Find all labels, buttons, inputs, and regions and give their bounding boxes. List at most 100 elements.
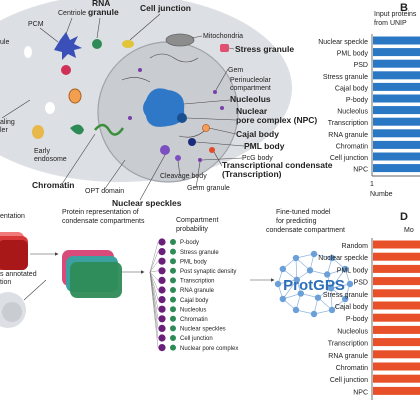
network-node — [292, 306, 300, 314]
label-opt: OPT domain — [85, 188, 124, 195]
compartment-label: RNA granule — [180, 288, 215, 294]
label-mitochondria: Mitochondria — [203, 33, 243, 40]
protgps-label: ProtGPS — [283, 277, 345, 294]
label-ule: ule — [0, 39, 9, 46]
label-perinucleolar-1: Perinucleolar — [230, 77, 272, 84]
label-perinucleolar-2: compartment — [230, 85, 271, 92]
label-protein-rep-2: condensate compartments — [62, 218, 145, 225]
panel-d-category-label: PML body — [337, 267, 369, 274]
prob-dot-inner — [170, 325, 176, 332]
label-entation: entation — [0, 213, 25, 220]
label-germ: Germ granule — [187, 185, 230, 192]
network-node — [310, 310, 318, 318]
prob-dot-outer — [158, 305, 166, 313]
panel-d-bar — [373, 240, 420, 249]
prob-dot-outer — [158, 344, 166, 352]
panel-d-bar — [373, 301, 420, 310]
network-node — [341, 295, 349, 303]
panel-c: entation s annotated tion Protein repres… — [0, 209, 354, 352]
pml-shape — [188, 138, 196, 146]
panel-d-bar — [373, 252, 420, 261]
chromatin-shape — [94, 123, 125, 136]
panel-b-bar — [373, 117, 420, 126]
mitochondria-shape — [165, 33, 195, 47]
panel-b-category-label: PML body — [337, 51, 369, 58]
panel-d-bar — [373, 350, 420, 359]
panel-b-category-label: Stress granule — [323, 74, 368, 81]
network-node — [310, 250, 318, 258]
prob-dot-outer — [158, 248, 166, 256]
label-cajal: Cajal body — [236, 129, 279, 139]
panel-b: B Input proteins from UNIP Nuclear speck… — [318, 2, 420, 198]
rep-card-3 — [70, 262, 122, 298]
network-node — [274, 280, 282, 288]
label-nuclear-speckles: Nuclear speckles — [112, 198, 182, 208]
label-transcriptional-1: Transcriptional condensate — [222, 160, 333, 170]
panel-d-bar — [373, 264, 420, 273]
compartment-label: Stress granule — [180, 250, 219, 256]
label-compartment-prob-2: probability — [176, 226, 208, 233]
panel-b-category-label: Transcription — [328, 120, 368, 127]
network-node — [297, 290, 304, 297]
panel-b-category-label: Nucleolus — [337, 109, 368, 116]
prob-dot-outer — [158, 276, 166, 284]
prob-dot-inner — [170, 287, 176, 293]
label-npc-1: Nuclear — [236, 106, 268, 116]
panel-b-category-label: RNA granule — [328, 132, 368, 139]
label-pcm: PCM — [28, 21, 44, 28]
network-node — [328, 306, 336, 314]
panel-b-bar — [373, 152, 420, 161]
panel-d-category-label: Cajal body — [335, 304, 369, 311]
label-chromatin: Chromatin — [32, 180, 75, 190]
panel-b-category-label: Cajal body — [335, 85, 369, 92]
panel-b-category-label: NPC — [353, 167, 368, 174]
network-node — [328, 254, 336, 262]
label-rna-granule-1: RNA — [92, 0, 110, 8]
prob-dot-outer — [158, 267, 166, 275]
panel-d-title: Mo — [404, 227, 414, 234]
panel-b-category-label: PSD — [354, 62, 368, 69]
panel-d-bar — [373, 277, 420, 286]
panel-b-bar — [373, 36, 420, 45]
prob-dot-inner — [170, 344, 176, 351]
prob-dot-inner — [170, 277, 176, 284]
label-rna-granule-2: granule — [88, 7, 119, 17]
prob-dot-inner — [170, 335, 176, 341]
prob-dot-inner — [170, 258, 176, 265]
panel-d-bar — [373, 362, 420, 371]
compartment-label: Nuclear speckles — [180, 327, 226, 333]
prob-dot-outer — [158, 315, 166, 323]
network-node — [306, 267, 314, 274]
compartment-label: Cell junction — [180, 336, 213, 342]
panel-d-category-label: Cell junction — [330, 377, 368, 384]
label-aling-2: ler — [0, 127, 8, 134]
label-stress-granule: Stress granule — [235, 44, 294, 54]
speckle-shape — [160, 145, 170, 155]
panel-b-bar — [373, 164, 420, 173]
label-gem: Gem — [228, 67, 243, 74]
label-early-endosome-2: endosome — [34, 156, 67, 163]
label-finetuned-3: condensate compartment — [266, 227, 345, 234]
compartment-label: Nucleolus — [180, 307, 206, 313]
panel-d-category-label: PSD — [354, 280, 368, 287]
panel-b-bar — [373, 71, 420, 80]
prob-dot-outer — [158, 238, 166, 246]
panel-b-category-label: Cell junction — [330, 155, 368, 162]
panel-b-bar — [373, 82, 420, 91]
label-pml: PML body — [244, 141, 285, 151]
label-compartment-prob-1: Compartment — [176, 217, 218, 224]
compartment-label: Chromatin — [180, 317, 208, 323]
label-centriole: Centriole — [58, 10, 86, 17]
panel-d-category-label: RNA granule — [328, 353, 368, 360]
label-finetuned-1: Fine-tuned model — [276, 209, 331, 216]
stress-granule-shape — [220, 44, 229, 52]
panel-d-bar — [373, 386, 420, 395]
panel-b-category-label: P-body — [346, 97, 369, 104]
label-pcg: PcG body — [242, 155, 273, 162]
nucleolus-shape — [143, 88, 185, 127]
panel-b-bar — [373, 94, 420, 103]
npc-shape — [177, 113, 187, 123]
compartment-label: P-body — [180, 240, 199, 246]
panel-d-category-label: Transcription — [328, 341, 368, 348]
